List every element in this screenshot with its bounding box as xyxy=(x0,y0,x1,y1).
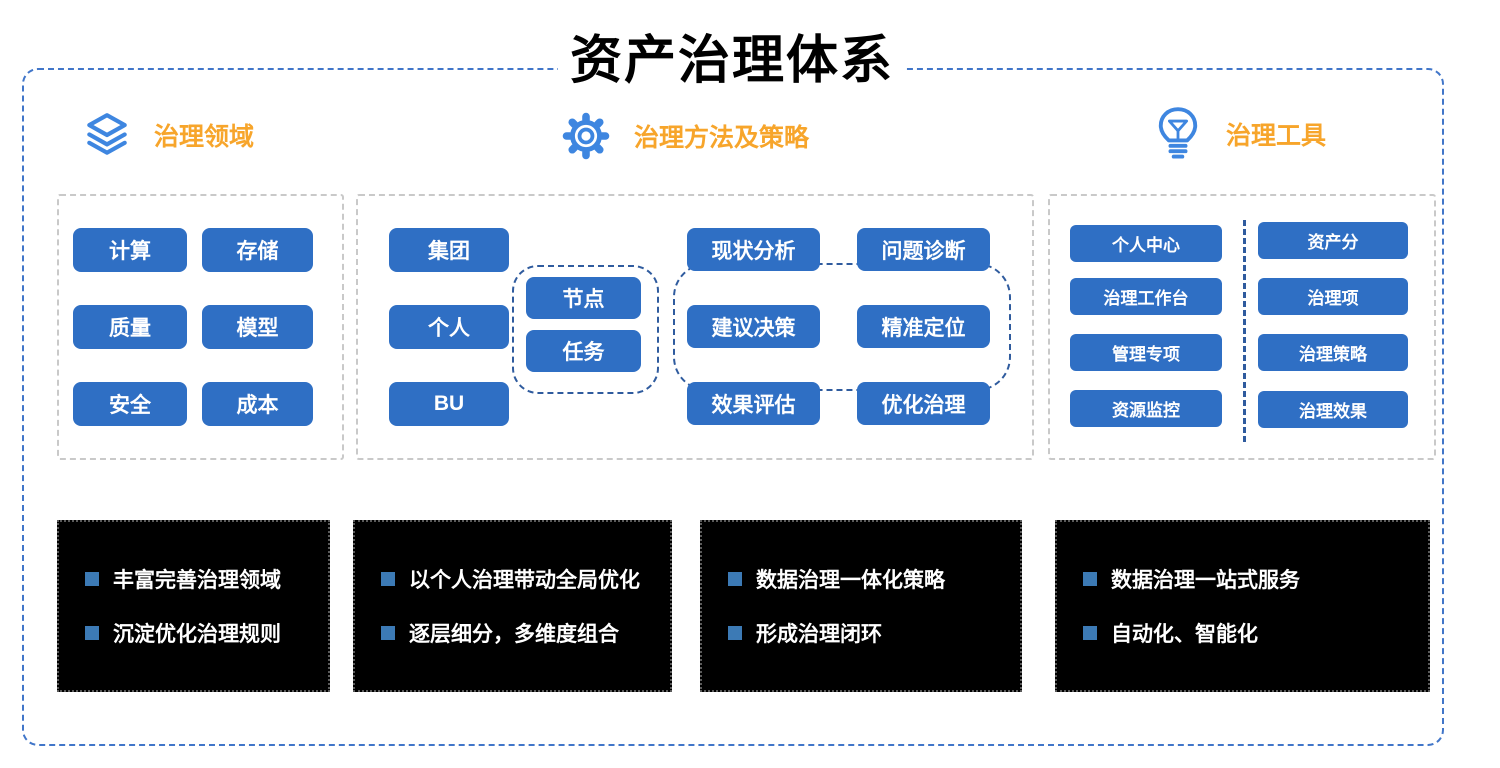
node-task-dashed-group xyxy=(512,265,659,394)
gear-icon xyxy=(560,110,612,162)
note-text: 自动化、智能化 xyxy=(1111,623,1258,646)
note-text: 数据治理一体化策略 xyxy=(756,569,945,592)
page-title: 资产治理体系 xyxy=(557,18,907,93)
note-text: 形成治理闭环 xyxy=(756,623,882,646)
button-asset-score[interactable]: 资产分 xyxy=(1258,222,1408,259)
note-text: 以个人治理带动全局优化 xyxy=(409,569,640,592)
section-label-method: 治理方法及策略 xyxy=(634,124,810,152)
section-header-method: 治理方法及策略 xyxy=(560,110,809,162)
section-label-tools: 治理工具 xyxy=(1226,122,1327,150)
button-governance-effect[interactable]: 治理效果 xyxy=(1258,391,1408,428)
section-label-domain: 治理领域 xyxy=(154,123,255,151)
button-model[interactable]: 模型 xyxy=(202,305,313,349)
section-header-tools: 治理工具 xyxy=(1152,106,1326,162)
button-bu[interactable]: BU xyxy=(389,382,509,426)
button-governance-item[interactable]: 治理项 xyxy=(1258,278,1408,315)
button-governance-strategy[interactable]: 治理策略 xyxy=(1258,334,1408,371)
note-text: 丰富完善治理领域 xyxy=(113,569,281,592)
bullet-square-icon xyxy=(381,572,395,586)
button-cost[interactable]: 成本 xyxy=(202,382,313,426)
section-header-domain: 治理领域 xyxy=(82,110,254,160)
button-storage[interactable]: 存储 xyxy=(202,228,313,272)
note-box-tools: 数据治理一站式服务 自动化、智能化 xyxy=(1055,520,1430,692)
note-box-domain: 丰富完善治理领域 沉淀优化治理规则 xyxy=(57,520,330,692)
note-item: 形成治理闭环 xyxy=(728,618,1020,648)
note-item: 数据治理一站式服务 xyxy=(1083,564,1428,594)
button-governance-workbench[interactable]: 治理工作台 xyxy=(1070,278,1222,315)
button-individual[interactable]: 个人 xyxy=(389,305,509,349)
bullet-square-icon xyxy=(381,626,395,640)
note-text: 逐层细分，多维度组合 xyxy=(409,623,619,646)
bullet-square-icon xyxy=(728,572,742,586)
bullet-square-icon xyxy=(85,572,99,586)
button-optimize-governance[interactable]: 优化治理 xyxy=(857,382,990,425)
button-status-analysis[interactable]: 现状分析 xyxy=(687,228,820,271)
button-compute[interactable]: 计算 xyxy=(73,228,187,272)
note-box-method-right: 数据治理一体化策略 形成治理闭环 xyxy=(700,520,1022,692)
lightbulb-icon xyxy=(1152,106,1204,162)
button-personal-center[interactable]: 个人中心 xyxy=(1070,225,1222,262)
note-item: 自动化、智能化 xyxy=(1083,618,1428,648)
note-text: 沉淀优化治理规则 xyxy=(113,623,281,646)
bullet-square-icon xyxy=(728,626,742,640)
button-group[interactable]: 集团 xyxy=(389,228,509,272)
note-text: 数据治理一站式服务 xyxy=(1111,569,1300,592)
button-effect-evaluation[interactable]: 效果评估 xyxy=(687,382,820,425)
cycle-dashed-group xyxy=(673,263,1011,391)
bullet-square-icon xyxy=(1083,572,1097,586)
button-security[interactable]: 安全 xyxy=(73,382,187,426)
button-problem-diagnosis[interactable]: 问题诊断 xyxy=(857,228,990,271)
bullet-square-icon xyxy=(1083,626,1097,640)
note-item: 沉淀优化治理规则 xyxy=(85,618,328,648)
button-resource-monitoring[interactable]: 资源监控 xyxy=(1070,390,1222,427)
button-task[interactable]: 任务 xyxy=(526,330,641,372)
button-management-special[interactable]: 管理专项 xyxy=(1070,334,1222,371)
button-node[interactable]: 节点 xyxy=(526,277,641,319)
bullet-square-icon xyxy=(85,626,99,640)
layers-icon xyxy=(82,110,132,160)
note-item: 数据治理一体化策略 xyxy=(728,564,1020,594)
note-item: 以个人治理带动全局优化 xyxy=(381,564,670,594)
tools-dashed-divider xyxy=(1243,220,1246,442)
note-item: 逐层细分，多维度组合 xyxy=(381,618,670,648)
note-item: 丰富完善治理领域 xyxy=(85,564,328,594)
button-precise-locating[interactable]: 精准定位 xyxy=(857,305,990,348)
button-quality[interactable]: 质量 xyxy=(73,305,187,349)
button-suggest-decision[interactable]: 建议决策 xyxy=(687,305,820,348)
note-box-method-left: 以个人治理带动全局优化 逐层细分，多维度组合 xyxy=(353,520,672,692)
